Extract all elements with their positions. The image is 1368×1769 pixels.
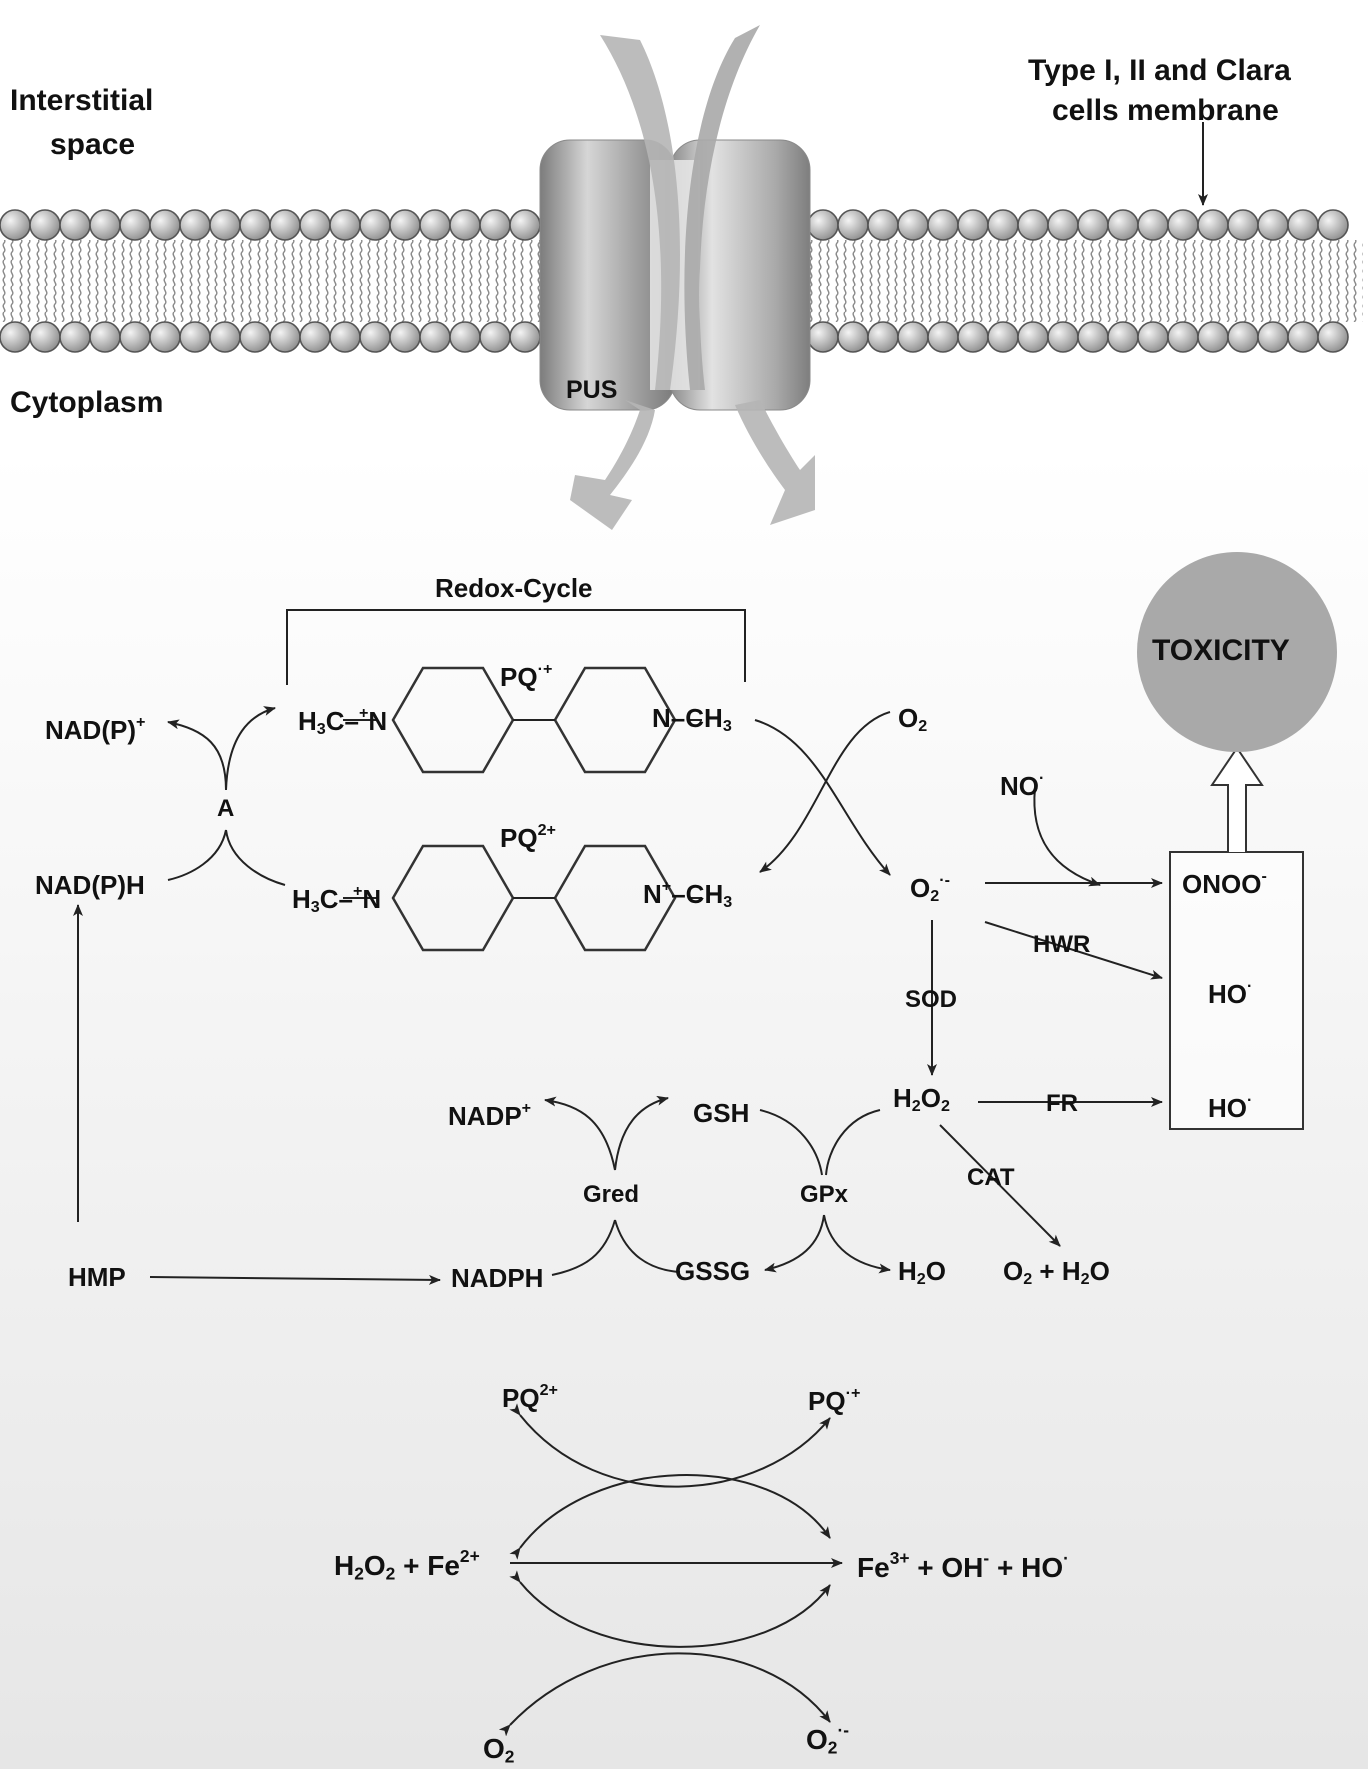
hydroxyl-label-1: HO· [1208,977,1253,1010]
pus-transporter [539,25,815,530]
cat-label: CAT [967,1164,1015,1191]
nadp-plus-2-label: NADP+ [448,1099,532,1132]
oxygen-water-label: O2 + H2O [1003,1256,1110,1289]
nadp-plus-label: NAD(P)+ [45,713,146,746]
space-label: space [50,128,136,161]
gred-cross-arrows [544,1095,681,1276]
lipid-heads [0,209,1349,353]
redox-cross-arrows [754,711,891,876]
superoxide-label: O2·- [910,871,950,906]
fenton-reaction-arrows [498,1403,843,1737]
toxicity-label: TOXICITY [1152,634,1290,667]
nadph-coupling-arrows [167,706,286,886]
fr-label: FR [1046,1090,1078,1117]
hydrogen-peroxide-label: H2O2 [893,1083,950,1116]
peroxynitrite-label: ONOO- [1182,867,1267,900]
pq-dication-structure [343,844,702,952]
no-arrow [1033,787,1101,887]
redox-cycle-bracket [286,609,746,685]
pq-radical-bottom-label: PQ·+ [808,1384,861,1417]
sod-label: SOD [905,986,958,1013]
cytoplasm-label: Cytoplasm [10,386,164,419]
pus-label: PUS [566,376,618,404]
h3c-label-bottom: H3C–+N [292,882,382,917]
membrane-label-line2: cells membrane [1052,94,1279,127]
pq-radical-label: PQ·+ [500,660,553,693]
cat-arrow [939,1124,1061,1247]
interstitial-label: Interstitial [10,84,154,117]
gred-label: Gred [583,1181,640,1208]
o2-radical-bottom-label: O2·- [806,1720,849,1758]
no-label: NO· [1000,769,1045,802]
h2o2-fe2-label: H2O2 + Fe2+ [334,1546,480,1584]
lipid-tails-right [803,240,1363,322]
hydroxyl-label-2: HO· [1208,1091,1253,1124]
oxygen-label: O2 [898,703,928,736]
o2-bottom-label: O2 [483,1733,515,1767]
pq-radical-structure [343,666,702,774]
gpx-label: GPx [800,1181,849,1208]
lipid-tails-left [0,240,545,322]
a-enzyme-label: A [217,795,235,822]
lipid-head-outer-right [1317,209,1349,241]
hmp-to-nadph2-arrow [149,1274,441,1285]
pq-dication-label: PQ2+ [500,821,556,854]
superoxide-to-ho-arrow [984,921,1163,980]
hwr-label: HWR [1033,931,1091,958]
fe3-oh-ho-label: Fe3+ + OH- + HO· [857,1548,1069,1584]
gsh-label: GSH [693,1098,750,1128]
nadph-2-label: NADPH [451,1263,544,1293]
hmp-label: HMP [68,1262,126,1292]
membrane-label-line1: Type I, II and Clara [1028,54,1291,87]
nadph-label: NAD(P)H [35,870,145,900]
pq-dication-bottom-label: PQ2+ [502,1381,558,1414]
n-ch3-label-top: N–CH3 [652,703,732,736]
gssg-label: GSSG [675,1256,751,1286]
h3c-label-top: H3C–+N [298,704,388,739]
gpx-cross-arrows [759,1109,891,1274]
oxidant-products-box [1169,851,1304,1130]
toxicity-circle [1137,552,1337,752]
lipid-head-inner-right [1317,321,1349,353]
redox-cycle-label: Redox-Cycle [435,573,593,603]
n-ch3-label-bottom: N+–CH3 [643,877,733,912]
water-label: H2O [898,1256,946,1289]
